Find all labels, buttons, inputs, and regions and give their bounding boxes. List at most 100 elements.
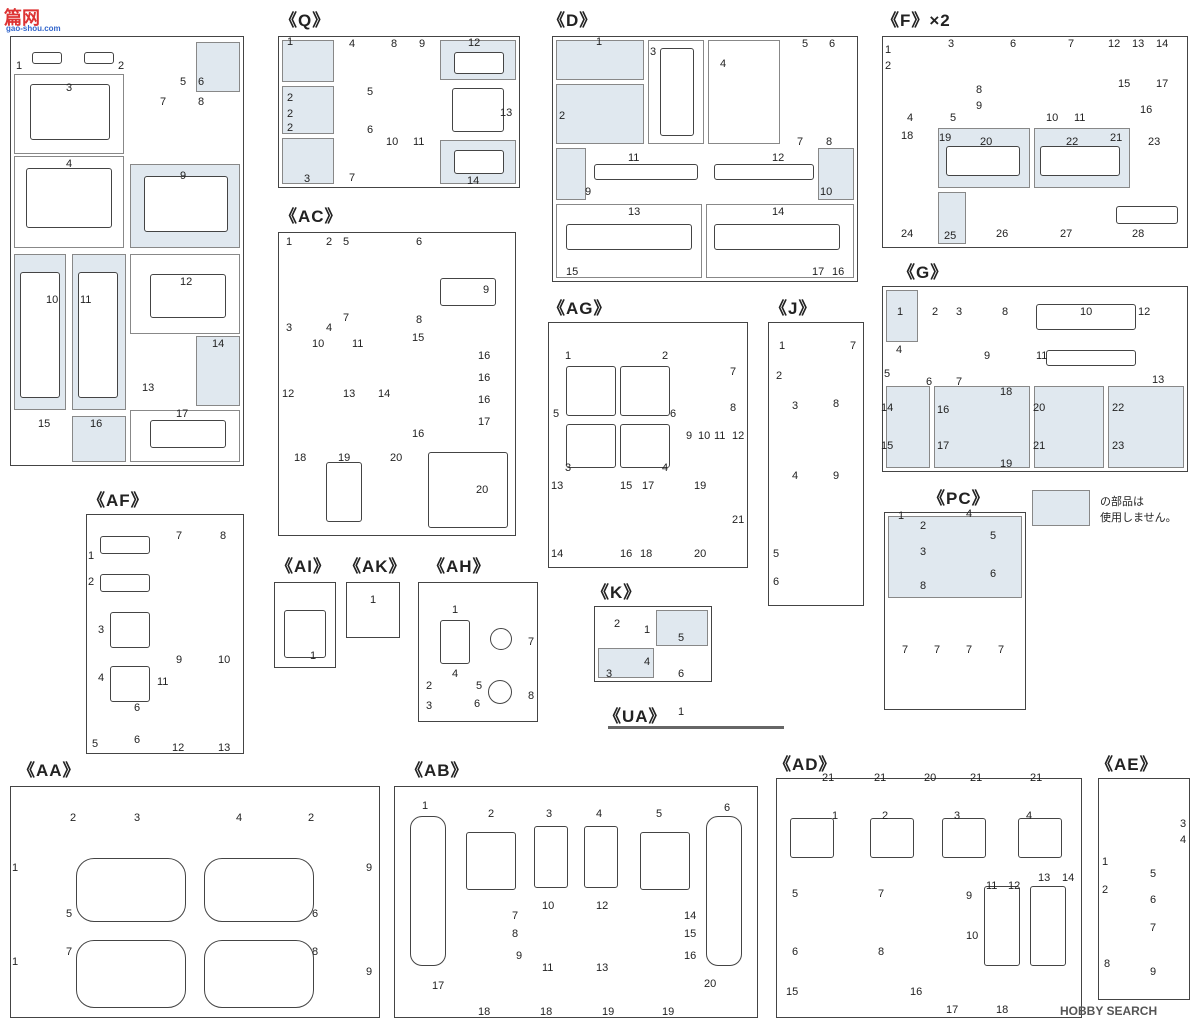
- part-number: 2: [920, 520, 927, 532]
- part-number: 2: [70, 812, 77, 824]
- part-number: 24: [901, 228, 914, 240]
- part-number: 11: [1074, 112, 1086, 124]
- part-number: 7: [966, 644, 973, 656]
- part-number: 6: [1010, 38, 1017, 50]
- part-number: 4: [349, 38, 356, 50]
- part-number: 19: [694, 480, 707, 492]
- part-number: 3: [134, 812, 141, 824]
- part-number: 6: [990, 568, 997, 580]
- part-number: 8: [220, 530, 227, 542]
- part-shape: [76, 940, 186, 1008]
- part-number: 26: [996, 228, 1009, 240]
- part-number: 18: [540, 1006, 553, 1018]
- part-number: 5: [367, 86, 374, 98]
- part-shape: [284, 610, 326, 658]
- part-shape: [566, 424, 616, 468]
- part-number: 14: [881, 402, 894, 414]
- part-number: 1: [644, 624, 651, 636]
- part-number: 17: [478, 416, 491, 428]
- part-number: 11: [542, 962, 554, 974]
- part-number: 2: [326, 236, 333, 248]
- part-number: 2: [488, 808, 495, 820]
- part-number: 5: [343, 236, 350, 248]
- part-shape: [150, 420, 226, 448]
- part-number: 10: [1046, 112, 1059, 124]
- part-number: 20: [390, 452, 403, 464]
- part-number: 11: [352, 338, 364, 350]
- part-number: 6: [198, 76, 205, 88]
- part-number: 11: [986, 880, 998, 892]
- part-number: 6: [367, 124, 374, 136]
- part-number: 9: [585, 186, 592, 198]
- part-shape: [26, 168, 112, 228]
- part-shape: [1030, 886, 1066, 966]
- part-number: 8: [1002, 306, 1009, 318]
- part-number: 9: [966, 890, 973, 902]
- part-number: 6: [829, 38, 836, 50]
- part-number: 3: [1180, 818, 1187, 830]
- sprue-label-q: 《Q》: [280, 11, 331, 30]
- part-number: 16: [910, 986, 923, 998]
- part-number: 4: [662, 462, 669, 474]
- part-number: 5: [990, 530, 997, 542]
- part-number: 15: [881, 440, 894, 452]
- part-number: 6: [134, 734, 141, 746]
- part-number: 3: [792, 400, 799, 412]
- part-number: 7: [934, 644, 941, 656]
- sprue-pc-cell-top: [888, 516, 1022, 598]
- part-number: 19: [662, 1006, 675, 1018]
- sprue-d-cell-10: [818, 148, 854, 200]
- part-number: 5: [884, 368, 891, 380]
- sprue-d-cell-9: [556, 148, 586, 200]
- part-number: 18: [294, 452, 307, 464]
- part-number: 19: [1000, 458, 1013, 470]
- part-number: 7: [850, 340, 857, 352]
- part-number: 7: [176, 530, 183, 542]
- sprue-d-cell-3: [648, 40, 704, 144]
- part-number: 7: [1068, 38, 1075, 50]
- part-shape: [870, 818, 914, 858]
- part-number: 15: [620, 480, 633, 492]
- part-number: 22: [1066, 136, 1079, 148]
- part-number: 16: [832, 266, 845, 278]
- part-number: 5: [553, 408, 560, 420]
- sprue-ak: [346, 582, 400, 638]
- part-shape: [984, 886, 1020, 966]
- sprue-e-cell-4: [14, 156, 124, 248]
- part-number: 12: [282, 388, 295, 400]
- sprue-e-cell-3: [14, 74, 124, 154]
- part-number: 6: [474, 698, 481, 710]
- part-shape: [428, 452, 508, 528]
- part-number: 8: [416, 314, 423, 326]
- part-number: 22: [1112, 402, 1125, 414]
- part-shape: [144, 176, 228, 232]
- part-number: 21: [874, 772, 887, 784]
- sprue-q-cell-3: [282, 138, 334, 184]
- part-number: 14: [467, 175, 480, 187]
- part-number: 16: [1140, 104, 1153, 116]
- part-number: 2: [662, 350, 669, 362]
- part-number: 14: [1062, 872, 1075, 884]
- sprue-ua-rod: [608, 726, 784, 729]
- part-number: 4: [236, 812, 243, 824]
- part-number: 11: [628, 152, 640, 164]
- part-shape: [790, 818, 834, 858]
- part-number: 15: [1118, 78, 1131, 90]
- part-number: 3: [920, 546, 927, 558]
- part-number: 12: [468, 37, 481, 49]
- part-number: 18: [901, 130, 914, 142]
- part-number: 6: [773, 576, 780, 588]
- part-number: 1: [779, 340, 786, 352]
- part-number: 2: [885, 60, 892, 72]
- part-number: 14: [684, 910, 697, 922]
- sprue-label-af: 《AF》: [88, 491, 149, 510]
- part-number: 4: [1026, 810, 1033, 822]
- part-number: 10: [698, 430, 711, 442]
- part-shape: [1046, 350, 1136, 366]
- part-number: 25: [944, 230, 957, 242]
- legend-line-1: の部品は: [1100, 496, 1144, 508]
- part-number: 16: [620, 548, 633, 560]
- part-number: 8: [833, 398, 840, 410]
- sprue-k-cell-4: [598, 648, 654, 678]
- part-number: 16: [684, 950, 697, 962]
